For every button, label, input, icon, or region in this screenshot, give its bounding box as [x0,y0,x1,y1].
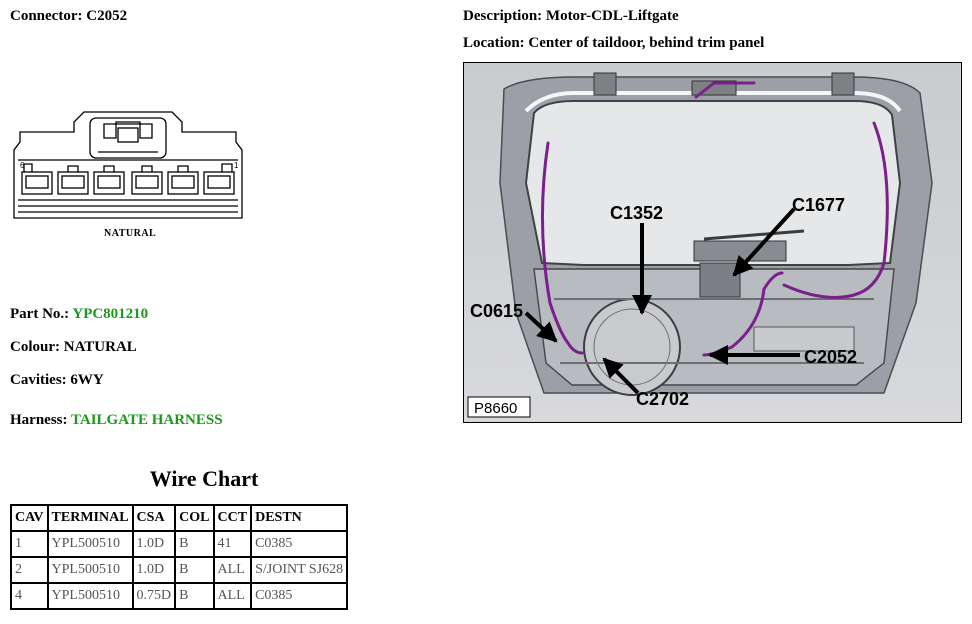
header-destn: DESTN [250,504,349,532]
table-header-row: CAV TERMINAL CSA COL CCT DESTN [10,504,349,532]
cell-destn: C0385 [250,530,349,558]
table-row: 1 YPL500510 1.0D B 41 C0385 [10,530,349,558]
callout-c2702: C2702 [636,389,689,409]
cell-destn: C0385 [250,582,349,610]
callout-c0615: C0615 [470,301,523,321]
cell-cct: ALL [212,582,253,610]
colour-label: Colour: [10,339,60,355]
cell-col: B [174,530,215,558]
harness-row: Harness: TAILGATE HARNESS [10,412,223,429]
header-cct: CCT [212,504,253,532]
cavities-row: Cavities: 6WY [10,372,104,389]
cell-cav: 2 [10,556,49,584]
harness-label: Harness: [10,412,68,428]
cell-cct: ALL [212,556,253,584]
colour-row: Colour: NATURAL [10,339,137,356]
header-cav: CAV [10,504,49,532]
cell-terminal: YPL500510 [46,582,134,610]
cell-col: B [174,582,215,610]
cell-cav: 1 [10,530,49,558]
figure-id: P8660 [474,400,517,417]
cell-cct: 41 [212,530,253,558]
part-no-row: Part No.: YPC801210 [10,306,148,323]
colour-value: NATURAL [63,339,137,355]
part-no-label: Part No.: [10,306,70,322]
description-value: Motor-CDL-Liftgate [545,8,679,24]
callout-c1677: C1677 [792,195,845,215]
cell-csa: 1.0D [131,530,177,558]
cavities-label: Cavities: [10,372,67,388]
part-no-value: YPC801210 [72,306,149,322]
wire-chart-title: Wire Chart [149,466,259,491]
header-col: COL [174,504,215,532]
callout-c1352: C1352 [610,203,663,223]
connector-label: Connector: [10,8,83,24]
cell-csa: 0.75D [131,582,177,610]
callout-c2052: C2052 [804,347,857,367]
cell-terminal: YPL500510 [46,530,134,558]
header-terminal: TERMINAL [46,504,134,532]
description-heading: Description: Motor-CDL-Liftgate [463,8,679,25]
cell-col: B [174,556,215,584]
cell-destn: S/JOINT SJ628 [250,556,349,584]
table-row: 2 YPL500510 1.0D B ALL S/JOINT SJ628 [10,556,349,584]
connector-location-image: C1352 C1677 C0615 C2052 C2702 P8660 [463,62,962,423]
description-label: Description: [463,8,543,24]
pin-label-1: 1 [234,161,239,170]
location-label: Location: [463,35,525,51]
pin-label-6: 6 [20,161,25,170]
cell-csa: 1.0D [131,556,177,584]
connector-diagram-caption: NATURAL [104,228,157,239]
cell-cav: 4 [10,582,49,610]
table-row: 4 YPL500510 0.75D B ALL C0385 [10,582,349,610]
cell-terminal: YPL500510 [46,556,134,584]
cavities-value: 6WY [70,372,104,388]
location-value: Center of taildoor, behind trim panel [528,35,765,51]
header-csa: CSA [131,504,177,532]
connector-face-diagram: 6 1 [12,108,248,248]
harness-value: TAILGATE HARNESS [70,412,223,428]
location-heading: Location: Center of taildoor, behind tri… [463,35,764,52]
connector-value: C2052 [86,8,128,24]
wire-chart-table: CAV TERMINAL CSA COL CCT DESTN 1 YPL5005… [10,504,349,610]
connector-heading: Connector: C2052 [10,8,127,25]
